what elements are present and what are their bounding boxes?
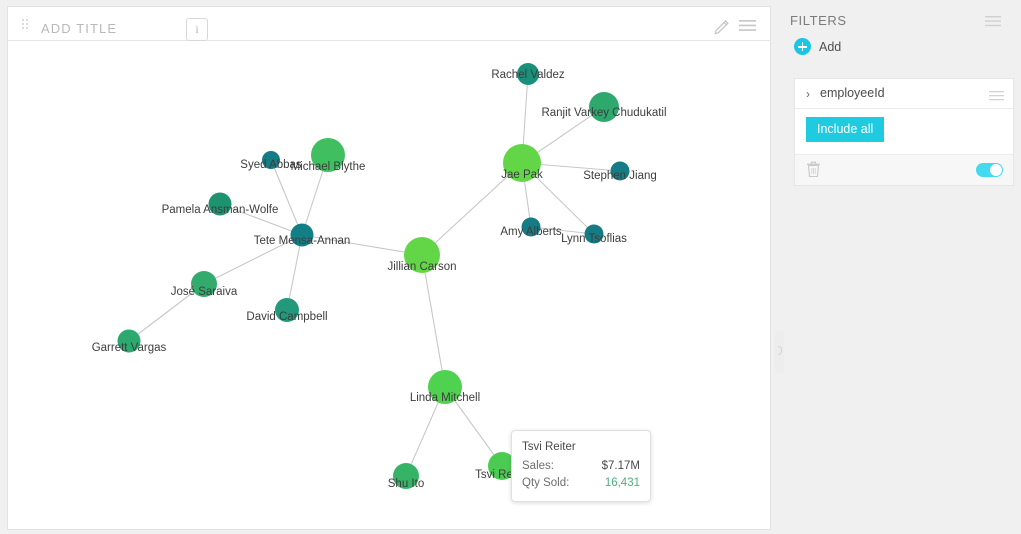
graph-node-label: Syed Abbas	[240, 159, 302, 171]
graph-nodes[interactable]	[117, 63, 630, 489]
graph-node[interactable]	[521, 217, 541, 237]
tooltip-node-name: Tsvi Reiter	[522, 441, 576, 453]
graph-node-label: David Campbell	[246, 311, 327, 323]
graph-edge	[203, 234, 303, 285]
graph-node[interactable]	[488, 452, 516, 480]
graph-node[interactable]	[584, 224, 604, 244]
drag-dots-icon[interactable]	[22, 19, 30, 30]
add-filter-button[interactable]: Add	[794, 38, 841, 55]
graph-edges	[128, 73, 621, 477]
graph-node[interactable]	[393, 463, 419, 489]
trash-icon[interactable]	[806, 161, 821, 183]
graph-node-label: José Saraiva	[171, 286, 238, 298]
graph-edge	[421, 254, 446, 388]
graph-node-label: Garrett Vargas	[92, 342, 167, 354]
filters-hamburger-menu-icon[interactable]	[985, 14, 1001, 32]
graph-node[interactable]	[517, 63, 539, 85]
filter-card: › employeeId Include all	[794, 78, 1014, 186]
graph-node-label: Jae Pak	[501, 169, 543, 181]
filters-title: FILTERS	[790, 13, 847, 28]
graph-node-label: Michael Blythe	[291, 161, 366, 173]
graph-edge	[128, 283, 205, 342]
toggle-knob	[990, 164, 1002, 176]
graph-edge	[270, 159, 303, 236]
plus-circle-icon	[794, 38, 811, 55]
graph-node[interactable]	[610, 161, 630, 181]
chevron-right-icon[interactable]: ›	[806, 87, 810, 101]
tooltip-sales-row: Sales: $7.17M	[522, 458, 640, 475]
graph-node[interactable]	[404, 237, 440, 273]
add-filter-label: Add	[819, 39, 842, 54]
graph-node[interactable]	[311, 138, 345, 172]
filter-card-header: › employeeId	[795, 79, 1013, 109]
graph-node[interactable]	[262, 151, 280, 169]
filter-card-footer	[795, 155, 1013, 185]
graph-edge	[286, 234, 303, 311]
filter-card-body: Include all	[795, 109, 1013, 155]
filter-field-name[interactable]: employeeId	[820, 86, 885, 100]
filters-panel: FILTERS Add › employeeId	[788, 0, 1021, 534]
include-all-button[interactable]: Include all	[806, 117, 885, 142]
graph-node-label: Shu Ito	[388, 478, 424, 490]
graph-node[interactable]	[208, 192, 232, 216]
graph-node-label: Jillian Carson	[387, 261, 456, 273]
tooltip-sales-label: Sales:	[522, 460, 554, 472]
graph-edge	[301, 234, 423, 256]
card-header: ADD TITLE i	[8, 7, 770, 41]
tooltip-sales-value: $7.17M	[601, 460, 640, 472]
graph-node[interactable]	[191, 271, 217, 297]
page-title[interactable]: ADD TITLE	[41, 21, 118, 36]
graph-edge	[421, 162, 523, 256]
hamburger-menu-icon[interactable]	[739, 19, 756, 37]
graph-node[interactable]	[428, 370, 462, 404]
graph-node-label: Ranjit Varkey Chudukatil	[541, 107, 666, 119]
graph-node[interactable]	[275, 298, 299, 322]
info-button[interactable]: i	[186, 18, 208, 41]
filter-enabled-toggle[interactable]	[976, 163, 1003, 177]
pencil-icon[interactable]	[713, 19, 730, 41]
graph-node-label: Amy Alberts	[500, 226, 562, 238]
graph-node-label: Tete Mensa-Annan	[254, 235, 351, 247]
graph-edge	[219, 203, 303, 236]
panel-resize-handle[interactable]	[775, 330, 784, 373]
resize-handle-icon	[778, 346, 782, 355]
node-tooltip: Tsvi Reiter Sales: $7.17M Qty Sold: 16,4…	[511, 430, 651, 502]
graph-node-label: Pamela Ansman-Wolfe	[162, 204, 279, 216]
tooltip-qty-row: Qty Sold: 16,431	[522, 475, 640, 492]
graph-node-label: Stephen Jiang	[583, 170, 657, 182]
graph-node[interactable]	[589, 92, 619, 122]
graph-node[interactable]	[290, 223, 314, 247]
graph-node[interactable]	[503, 144, 541, 182]
tooltip-qty-value: 16,431	[604, 477, 640, 489]
graph-node-label: Lynn Tsoflias	[561, 233, 627, 245]
graph-node[interactable]	[117, 329, 141, 353]
graph-node-label: Linda Mitchell	[410, 392, 480, 404]
filter-card-hamburger-menu-icon[interactable]	[989, 88, 1004, 106]
graph-edge	[530, 226, 595, 235]
graph-node-label: Rachel Valdez	[491, 69, 565, 81]
tooltip-qty-label: Qty Sold:	[522, 477, 570, 489]
